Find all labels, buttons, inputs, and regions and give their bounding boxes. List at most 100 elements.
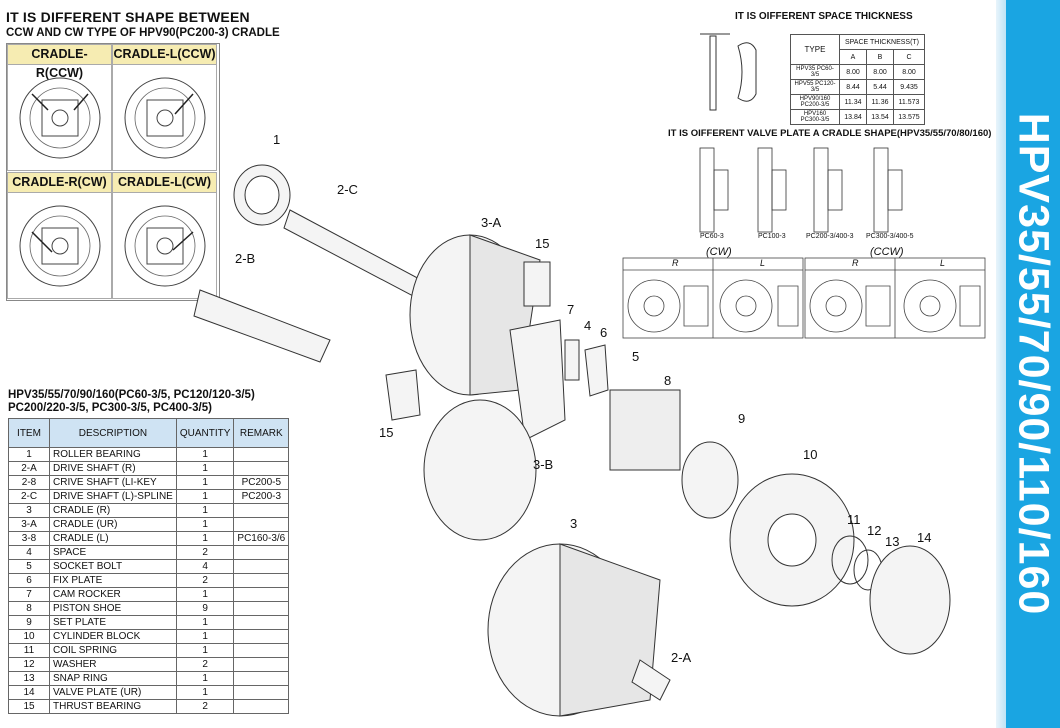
callout-12: 12 — [867, 523, 882, 538]
spacer-value-cell: 8.00 — [893, 64, 925, 80]
description-cell: CYLINDER BLOCK — [49, 629, 177, 644]
side-title: HPV35/55/70/90/110/160 — [1009, 112, 1058, 616]
fix-plate — [584, 344, 609, 397]
callout-9: 9 — [738, 411, 746, 426]
item-cell: 1 — [8, 447, 50, 462]
spacer-type-cell: HPV90/160 PC200-3/5 — [790, 94, 840, 110]
col-header-description: DESCRIPTION — [49, 418, 177, 448]
callout-14: 14 — [917, 530, 932, 545]
item-cell: 6 — [8, 573, 50, 588]
callout-3: 3 — [570, 516, 578, 531]
cradle-l — [423, 399, 537, 541]
item-cell: 12 — [8, 657, 50, 672]
drive-shaft-b — [193, 289, 331, 363]
item-cell: 2-C — [8, 489, 50, 504]
cradle-cell-l-ccw: CRADLE-L(CCW) — [112, 44, 217, 171]
panel-r-ccw: R — [852, 258, 859, 268]
spacer-group-header: SPACE THICKNESS(T) — [839, 34, 925, 50]
spacer-col-a: A — [839, 49, 867, 65]
callout-10: 10 — [803, 447, 818, 462]
item-cell: 11 — [8, 643, 50, 658]
item-cell: 7 — [8, 587, 50, 602]
valve-plate-drawings — [699, 147, 903, 233]
description-cell: CRADLE (R) — [49, 503, 177, 518]
set-plate — [681, 441, 739, 519]
ccw-label: (CCW) — [870, 246, 904, 258]
description-cell: DRIVE SHAFT (R) — [49, 461, 177, 476]
space-part — [564, 339, 580, 381]
callout-6: 6 — [600, 325, 608, 340]
item-cell: 8 — [8, 601, 50, 616]
spacer-value-cell: 13.84 — [839, 109, 867, 125]
col-header-quantity: QUANTITY — [175, 418, 235, 448]
callout-7: 7 — [567, 302, 575, 317]
spacer-thickness-table: TYPE SPACE THICKNESS(T) A B C HPV35 PC60… — [790, 34, 925, 125]
description-cell: SNAP RING — [49, 671, 177, 686]
side-bar — [1006, 0, 1060, 728]
callout-4: 4 — [584, 318, 592, 333]
cradle-cell-l-cw: CRADLE-L(CW) — [112, 172, 217, 299]
item-cell: 14 — [8, 685, 50, 700]
description-cell: FIX PLATE — [49, 573, 177, 588]
thrust-bearing-bottom — [385, 369, 421, 421]
valve-plate — [869, 545, 951, 655]
thrust-bearing-top — [523, 261, 551, 307]
quantity-cell: 2 — [175, 699, 235, 714]
item-cell: 3 — [8, 503, 50, 518]
item-cell: 2-8 — [8, 475, 50, 490]
spacer-value-cell: 5.44 — [866, 79, 894, 95]
item-cell: 10 — [8, 629, 50, 644]
callout-3a: 3-A — [481, 215, 502, 230]
side-bar-edge — [996, 0, 1006, 728]
cradle-cell-r-ccw: CRADLE-R(CCW) — [7, 44, 112, 171]
spacer-value-cell: 13.54 — [866, 109, 894, 125]
item-cell: 15 — [8, 699, 50, 714]
cradle-cell-r-cw: CRADLE-R(CW) — [7, 172, 112, 299]
description-cell: CRADLE (UR) — [49, 517, 177, 532]
callout-11: 11 — [847, 512, 861, 527]
spacer-value-cell: 11.34 — [839, 94, 867, 110]
spacer-type-cell: HPV160 PC300-3/5 — [790, 109, 840, 125]
spacer-type-cell: HPV55 PC120-3/5 — [790, 79, 840, 95]
cradle-drawing — [124, 205, 206, 287]
valve-label-1: PC60-3 — [700, 233, 724, 240]
item-cell: 2-A — [8, 461, 50, 476]
item-cell: 3-A — [8, 517, 50, 532]
cw-label: (CW) — [706, 246, 732, 258]
description-cell: CAM ROCKER — [49, 587, 177, 602]
spacer-col-c: C — [893, 49, 925, 65]
spacer-col-b: B — [866, 49, 894, 65]
description-cell: COIL SPRING — [49, 643, 177, 658]
item-cell: 5 — [8, 559, 50, 574]
coil-spring — [831, 535, 869, 585]
spacer-title: IT IS OIFFERENT SPACE THICKNESS — [735, 11, 913, 22]
item-cell: 4 — [8, 545, 50, 560]
heading-line1: IT IS DIFFERENT SHAPE BETWEEN — [6, 9, 250, 25]
remark-cell — [233, 699, 290, 714]
spacer-value-cell: 11.36 — [866, 94, 894, 110]
cam-rocker — [509, 319, 566, 441]
cradle-label: CRADLE-R(CW) — [8, 173, 111, 193]
model-heading-line2: PC200/220-3/5, PC300-3/5, PC400-3/5) — [8, 402, 212, 414]
description-cell: VALVE PLATE (UR) — [49, 685, 177, 700]
item-cell: 13 — [8, 671, 50, 686]
callout-5: 5 — [632, 349, 640, 364]
cradle-drawing — [19, 205, 101, 287]
piston-shoes — [609, 389, 681, 471]
panel-l-cw: L — [760, 258, 766, 268]
valve-plate-panels — [622, 257, 986, 339]
model-heading-line1: HPV35/55/70/90/160(PC60-3/5, PC120/120-3… — [8, 389, 255, 401]
spacer-value-cell: 13.575 — [893, 109, 925, 125]
